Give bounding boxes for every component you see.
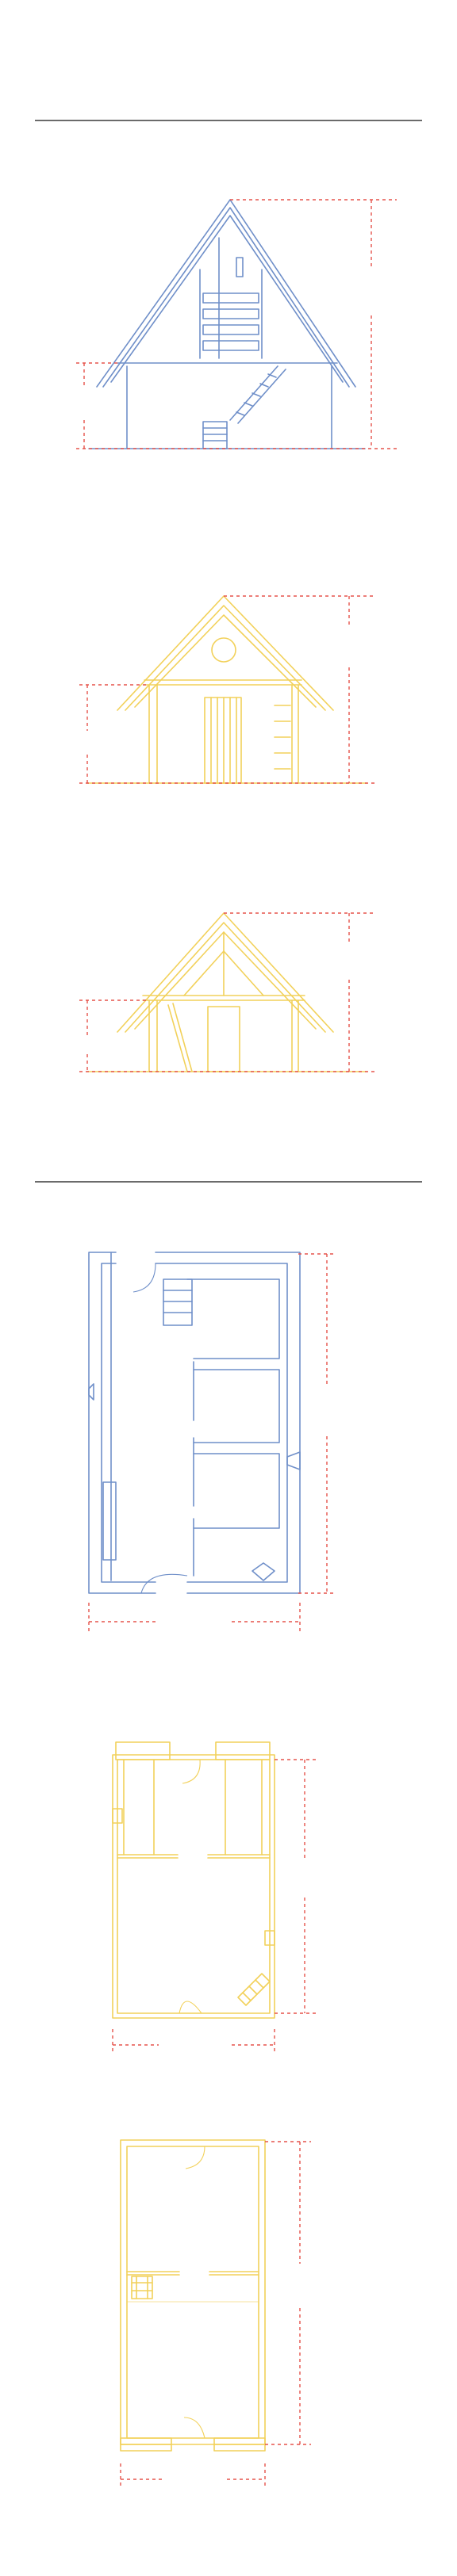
front-door xyxy=(204,697,242,784)
walls xyxy=(86,999,367,1072)
blue-cross-section-drawing xyxy=(0,182,457,468)
exterior-walls xyxy=(112,1741,275,2019)
truss xyxy=(142,931,305,1001)
entry-steps xyxy=(202,421,228,449)
interior-door xyxy=(207,1006,240,1072)
diagonal-brace xyxy=(167,1003,193,1072)
walls xyxy=(86,679,367,784)
wall-fixtures xyxy=(88,1383,301,1581)
attic-shelving xyxy=(199,237,263,359)
gold-front-elevation-svg xyxy=(79,595,376,784)
gold-attic-plan-drawing xyxy=(0,2132,457,2497)
blue-cross-section-svg xyxy=(76,199,397,449)
gold-front-elevation-drawing xyxy=(0,579,457,793)
stairs-plan xyxy=(163,1278,193,1326)
section-divider-elevations xyxy=(35,120,422,121)
room-partitions xyxy=(117,1759,271,1859)
ladder-hatch xyxy=(131,2276,153,2299)
dimension-lines xyxy=(79,595,376,784)
side-rungs xyxy=(274,705,291,770)
exterior-walls xyxy=(88,1252,301,1594)
wall-fixtures xyxy=(112,1808,275,1946)
dimension-lines xyxy=(120,2141,311,2489)
gold-attic-plan-svg xyxy=(120,2139,311,2489)
staircase xyxy=(229,365,286,424)
blue-floor-plan-svg xyxy=(88,1252,333,1631)
round-window xyxy=(211,637,236,663)
door-swings xyxy=(179,1759,202,2014)
gold-floor-plan-svg xyxy=(112,1741,317,2053)
dimension-lines xyxy=(76,199,397,449)
dimension-lines xyxy=(79,912,376,1072)
corner-stairs xyxy=(237,1973,271,2006)
gold-truss-section-drawing xyxy=(0,896,457,1094)
gold-floor-plan-drawing xyxy=(0,1736,457,2061)
exterior-walls xyxy=(120,2139,266,2452)
door-swings xyxy=(183,2146,205,2439)
section-divider-plans xyxy=(35,1181,422,1183)
dimension-lines xyxy=(112,1759,317,2053)
partition-lines xyxy=(126,2271,259,2276)
gold-truss-section-svg xyxy=(79,912,376,1072)
dimension-lines xyxy=(88,1253,333,1631)
room-partitions xyxy=(186,1278,280,1577)
door-swings xyxy=(132,1263,188,1594)
blue-floor-plan-drawing xyxy=(0,1244,457,1641)
